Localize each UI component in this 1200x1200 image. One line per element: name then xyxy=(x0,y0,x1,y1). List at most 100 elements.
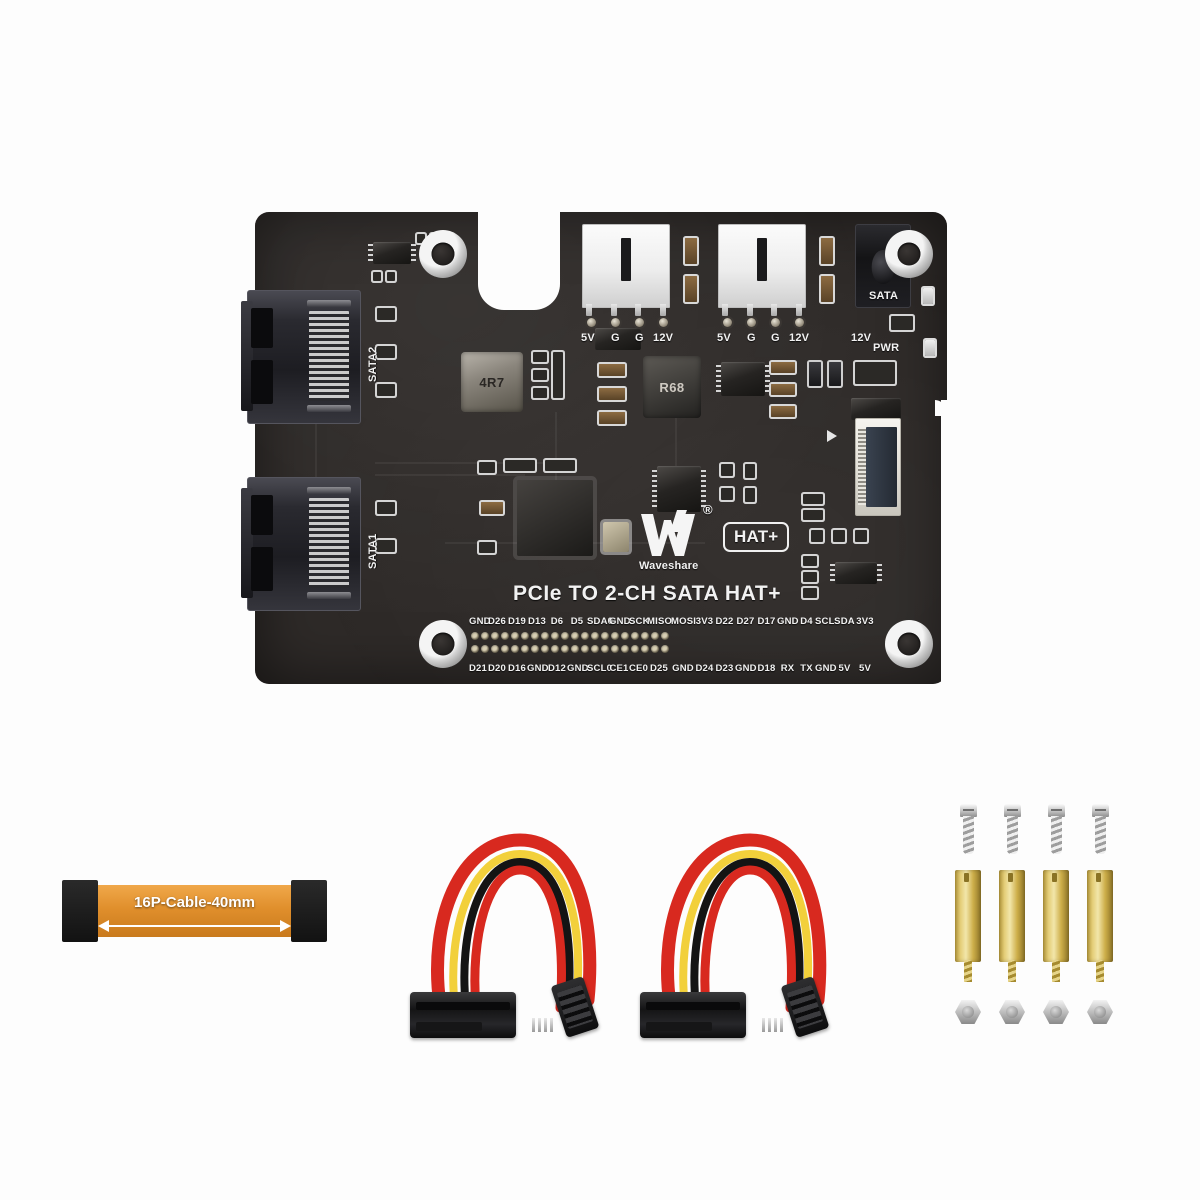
gpio-pin[interactable] xyxy=(540,645,550,654)
gpio-pin[interactable] xyxy=(570,645,580,654)
solder-pad xyxy=(771,318,780,327)
gpio-pin[interactable] xyxy=(520,645,530,654)
gpio-pin[interactable] xyxy=(560,632,570,641)
gpio-pin[interactable] xyxy=(550,645,560,654)
sata-combo-cable-1 xyxy=(400,810,630,1050)
nut-4 xyxy=(1087,1000,1113,1024)
gpio-pin[interactable] xyxy=(500,632,510,641)
gpio-pin[interactable] xyxy=(560,645,570,654)
gpio-pin[interactable] xyxy=(610,645,619,654)
gpio-pin[interactable] xyxy=(600,632,609,641)
gpio-pin[interactable] xyxy=(580,645,590,654)
smd-capacitor xyxy=(481,502,503,514)
screw-4 xyxy=(1092,804,1109,854)
smd-ic xyxy=(652,466,706,512)
gpio-top-label: SDA xyxy=(834,616,855,627)
gpio-pin[interactable] xyxy=(630,645,639,654)
gpio-pin[interactable] xyxy=(471,645,480,654)
power-controller-ic xyxy=(716,362,770,396)
gpio-top-label: D27 xyxy=(736,616,755,627)
smd-pad xyxy=(377,346,395,358)
gpio-top-label: D5 xyxy=(570,616,584,627)
gpio-bottom-label: D18 xyxy=(757,663,776,674)
gpio-pin[interactable] xyxy=(500,645,510,654)
solder-pad xyxy=(587,318,596,327)
smd-capacitor xyxy=(771,406,795,417)
fpc-connector[interactable] xyxy=(855,418,901,516)
gpio-pin[interactable] xyxy=(650,645,659,654)
gpio-pin[interactable] xyxy=(620,645,629,654)
gpio-top-label: GND xyxy=(469,616,491,627)
power-header-1[interactable] xyxy=(582,224,670,316)
smd-capacitor xyxy=(685,238,697,264)
sata2-connector[interactable] xyxy=(241,290,361,424)
gpio-pin[interactable] xyxy=(620,632,629,641)
gpio-bottom-label: TX xyxy=(800,663,813,674)
power-header-2-pin-12v: 12V xyxy=(789,332,810,344)
gpio-top-label: D4 xyxy=(800,616,813,627)
gpio-top-label: D19 xyxy=(507,616,527,627)
smd-pad xyxy=(533,352,547,362)
gpio-bottom-label: GND xyxy=(735,663,757,674)
gpio-pin[interactable] xyxy=(510,632,520,641)
gpio-pin[interactable] xyxy=(630,632,639,641)
gpio-bottom-label: D12 xyxy=(547,663,567,674)
fpc-cable-end-left xyxy=(62,880,98,942)
standoff-1 xyxy=(955,870,981,982)
gpio-top-label: MOSI xyxy=(671,616,697,627)
gpio-pin[interactable] xyxy=(580,632,590,641)
smd-capacitor xyxy=(599,412,625,424)
power-header-2-pin-g1: G xyxy=(747,332,756,344)
gpio-pin[interactable] xyxy=(640,645,649,654)
gpio-top-label: SCK xyxy=(629,616,650,627)
gpio-pin[interactable] xyxy=(520,632,530,641)
gpio-bottom-label: D16 xyxy=(507,663,527,674)
gpio-40pin-header[interactable] xyxy=(471,632,669,654)
smd-pad xyxy=(377,308,395,320)
gpio-bottom-label: D21 xyxy=(469,663,488,674)
gpio-bottom-label: GND xyxy=(815,663,837,674)
smd-pad xyxy=(533,370,547,380)
gpio-pin[interactable] xyxy=(570,632,580,641)
gpio-pin[interactable] xyxy=(610,632,619,641)
gpio-pin[interactable] xyxy=(530,632,540,641)
sata1-connector[interactable] xyxy=(241,477,361,611)
mounting-hole-bottom-right xyxy=(885,620,933,668)
gpio-bottom-label: D20 xyxy=(487,663,507,674)
smd-capacitor xyxy=(599,364,625,376)
gpio-pin[interactable] xyxy=(480,632,490,641)
sata-data-power-connector-2[interactable] xyxy=(640,992,746,1038)
gpio-top-label: MISO xyxy=(647,616,673,627)
hat-plus-badge: HAT+ xyxy=(723,522,790,552)
gpio-pin[interactable] xyxy=(490,632,500,641)
screw-1 xyxy=(960,804,977,854)
pcb-trace xyxy=(315,392,317,542)
gpio-pin[interactable] xyxy=(590,645,599,654)
gpio-pin[interactable] xyxy=(471,632,480,641)
gpio-pin[interactable] xyxy=(660,645,669,654)
gpio-top-label: D26 xyxy=(487,616,507,627)
gpio-bottom-label: 5V xyxy=(858,663,872,674)
gpio-pin[interactable] xyxy=(660,632,669,641)
gpio-top-label: SDA0 xyxy=(587,616,614,627)
gpio-pin[interactable] xyxy=(550,632,560,641)
solder-pad xyxy=(723,318,732,327)
smd-pad xyxy=(479,542,495,553)
solder-pad xyxy=(659,318,668,327)
gpio-pin[interactable] xyxy=(530,645,540,654)
gpio-pin[interactable] xyxy=(640,632,649,641)
gpio-top-label: GND xyxy=(777,616,799,627)
gpio-pin[interactable] xyxy=(600,645,609,654)
smd-pad xyxy=(891,316,913,330)
fpc-cable-arrow-right-icon xyxy=(280,920,291,932)
gpio-pin[interactable] xyxy=(480,645,490,654)
sata-data-power-connector-1[interactable] xyxy=(410,992,516,1038)
gpio-pin[interactable] xyxy=(540,632,550,641)
pwr-led xyxy=(925,340,935,356)
smd-pad xyxy=(811,530,823,542)
gpio-pin[interactable] xyxy=(650,632,659,641)
gpio-pin[interactable] xyxy=(590,632,599,641)
gpio-pin[interactable] xyxy=(490,645,500,654)
gpio-pin[interactable] xyxy=(510,645,520,654)
power-header-2[interactable] xyxy=(718,224,806,316)
